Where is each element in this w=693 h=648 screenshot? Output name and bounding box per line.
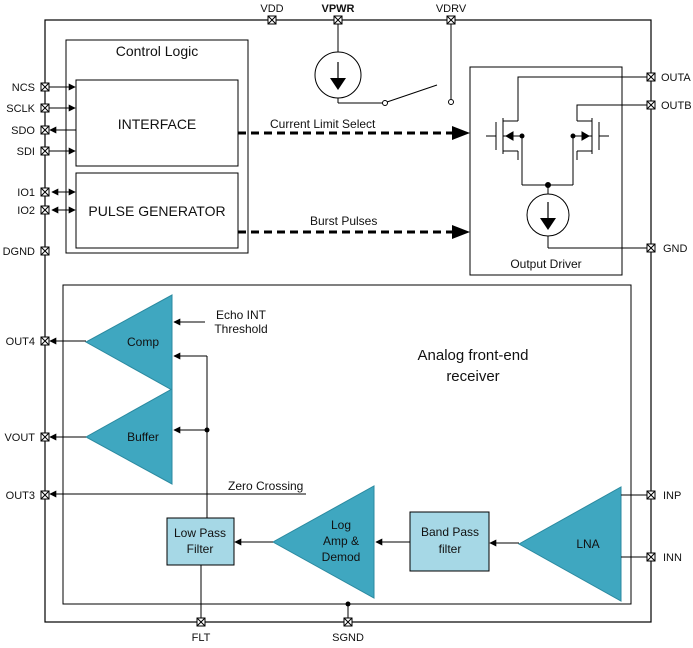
comp-amplifier: [84, 294, 173, 391]
pin-outa-label: OUTA: [661, 72, 691, 84]
burst-pulses-label: Burst Pulses: [310, 214, 377, 228]
pin-io2: IO2: [17, 205, 76, 217]
pin-dgnd: DGND: [3, 246, 50, 258]
interface-box: [75, 79, 239, 167]
pin-out4-label: OUT4: [6, 336, 35, 348]
output-driver-box: [469, 66, 623, 276]
pin-io1-label: IO1: [17, 187, 35, 199]
pin-vout: VOUT: [4, 432, 50, 444]
band-pass-label-line1: Band Pass: [421, 525, 479, 539]
zero-crossing-label: Zero Crossing: [228, 479, 303, 493]
log-amp-label-line2: Amp &: [323, 534, 359, 548]
pin-inp-label: INP: [663, 490, 681, 502]
pin-out4: OUT4: [6, 336, 50, 348]
pin-vdd-label: VDD: [260, 3, 283, 15]
pin-out3: OUT3: [6, 490, 50, 502]
pin-dgnd-label: DGND: [3, 246, 35, 258]
pin-vpwr: VPWR: [322, 3, 355, 25]
control-logic-title: Control Logic: [116, 43, 199, 59]
pin-sdi: SDI: [17, 146, 76, 158]
log-amp-demod-block: [271, 485, 375, 599]
echo-int-label-line1: Echo INT: [216, 308, 267, 322]
pin-sdi-label: SDI: [17, 146, 35, 158]
log-amp-label-line3: Demod: [322, 550, 361, 564]
vpwr-current-source: [314, 24, 454, 106]
current-limit-select-label: Current Limit Select: [270, 117, 376, 131]
lna-label: LNA: [576, 537, 599, 551]
afe-title-line2: receiver: [446, 368, 499, 385]
pulse-generator-box: [75, 172, 239, 249]
pin-gnd: GND: [646, 243, 688, 255]
lna-amplifier: [517, 486, 622, 602]
pin-vpwr-label: VPWR: [322, 3, 355, 15]
pin-sclk-label: SCLK: [6, 103, 35, 115]
pin-inn-label: INN: [663, 552, 682, 564]
pin-ncs: NCS: [12, 82, 76, 94]
pin-outb: OUTB: [646, 100, 692, 112]
log-amp-label-line1: Log: [331, 518, 351, 532]
echo-int-label-line2: Threshold: [214, 322, 267, 336]
interface-label: INTERFACE: [118, 116, 197, 132]
pin-sclk: SCLK: [6, 103, 76, 115]
pin-outa: OUTA: [646, 72, 691, 84]
low-pass-filter-label-line2: Filter: [187, 542, 214, 556]
buffer-label: Buffer: [127, 430, 159, 444]
pin-vdrv: VDRV: [436, 3, 467, 25]
pin-ncs-label: NCS: [12, 82, 35, 94]
pin-sgnd: SGND: [332, 601, 364, 644]
pin-inp: INP: [646, 490, 681, 502]
pin-io1: IO1: [17, 187, 76, 199]
pin-sgnd-label: SGND: [332, 632, 364, 644]
pin-flt-label: FLT: [192, 632, 211, 644]
pin-inn: INN: [646, 552, 682, 564]
pin-sdo: SDO: [11, 125, 76, 137]
comp-label: Comp: [127, 335, 159, 349]
pin-sdo-label: SDO: [11, 125, 35, 137]
band-pass-filter-block: [409, 511, 490, 572]
buffer-amplifier: [84, 388, 173, 485]
pin-out3-label: OUT3: [6, 490, 35, 502]
low-pass-filter-block: [166, 517, 235, 566]
pulse-generator-label: PULSE GENERATOR: [88, 203, 225, 219]
pin-gnd-label: GND: [663, 243, 688, 255]
afe-title-line1: Analog front-end: [418, 347, 529, 364]
pin-vdrv-label: VDRV: [436, 3, 467, 15]
pin-outb-label: OUTB: [661, 100, 692, 112]
pin-io2-label: IO2: [17, 205, 35, 217]
band-pass-label-line2: filter: [439, 542, 462, 556]
low-pass-filter-label-line1: Low Pass: [174, 526, 226, 540]
output-driver-title: Output Driver: [510, 257, 581, 271]
pin-vout-label: VOUT: [4, 432, 35, 444]
pin-vdd: VDD: [260, 3, 284, 25]
output-driver-transistors: [486, 76, 651, 249]
